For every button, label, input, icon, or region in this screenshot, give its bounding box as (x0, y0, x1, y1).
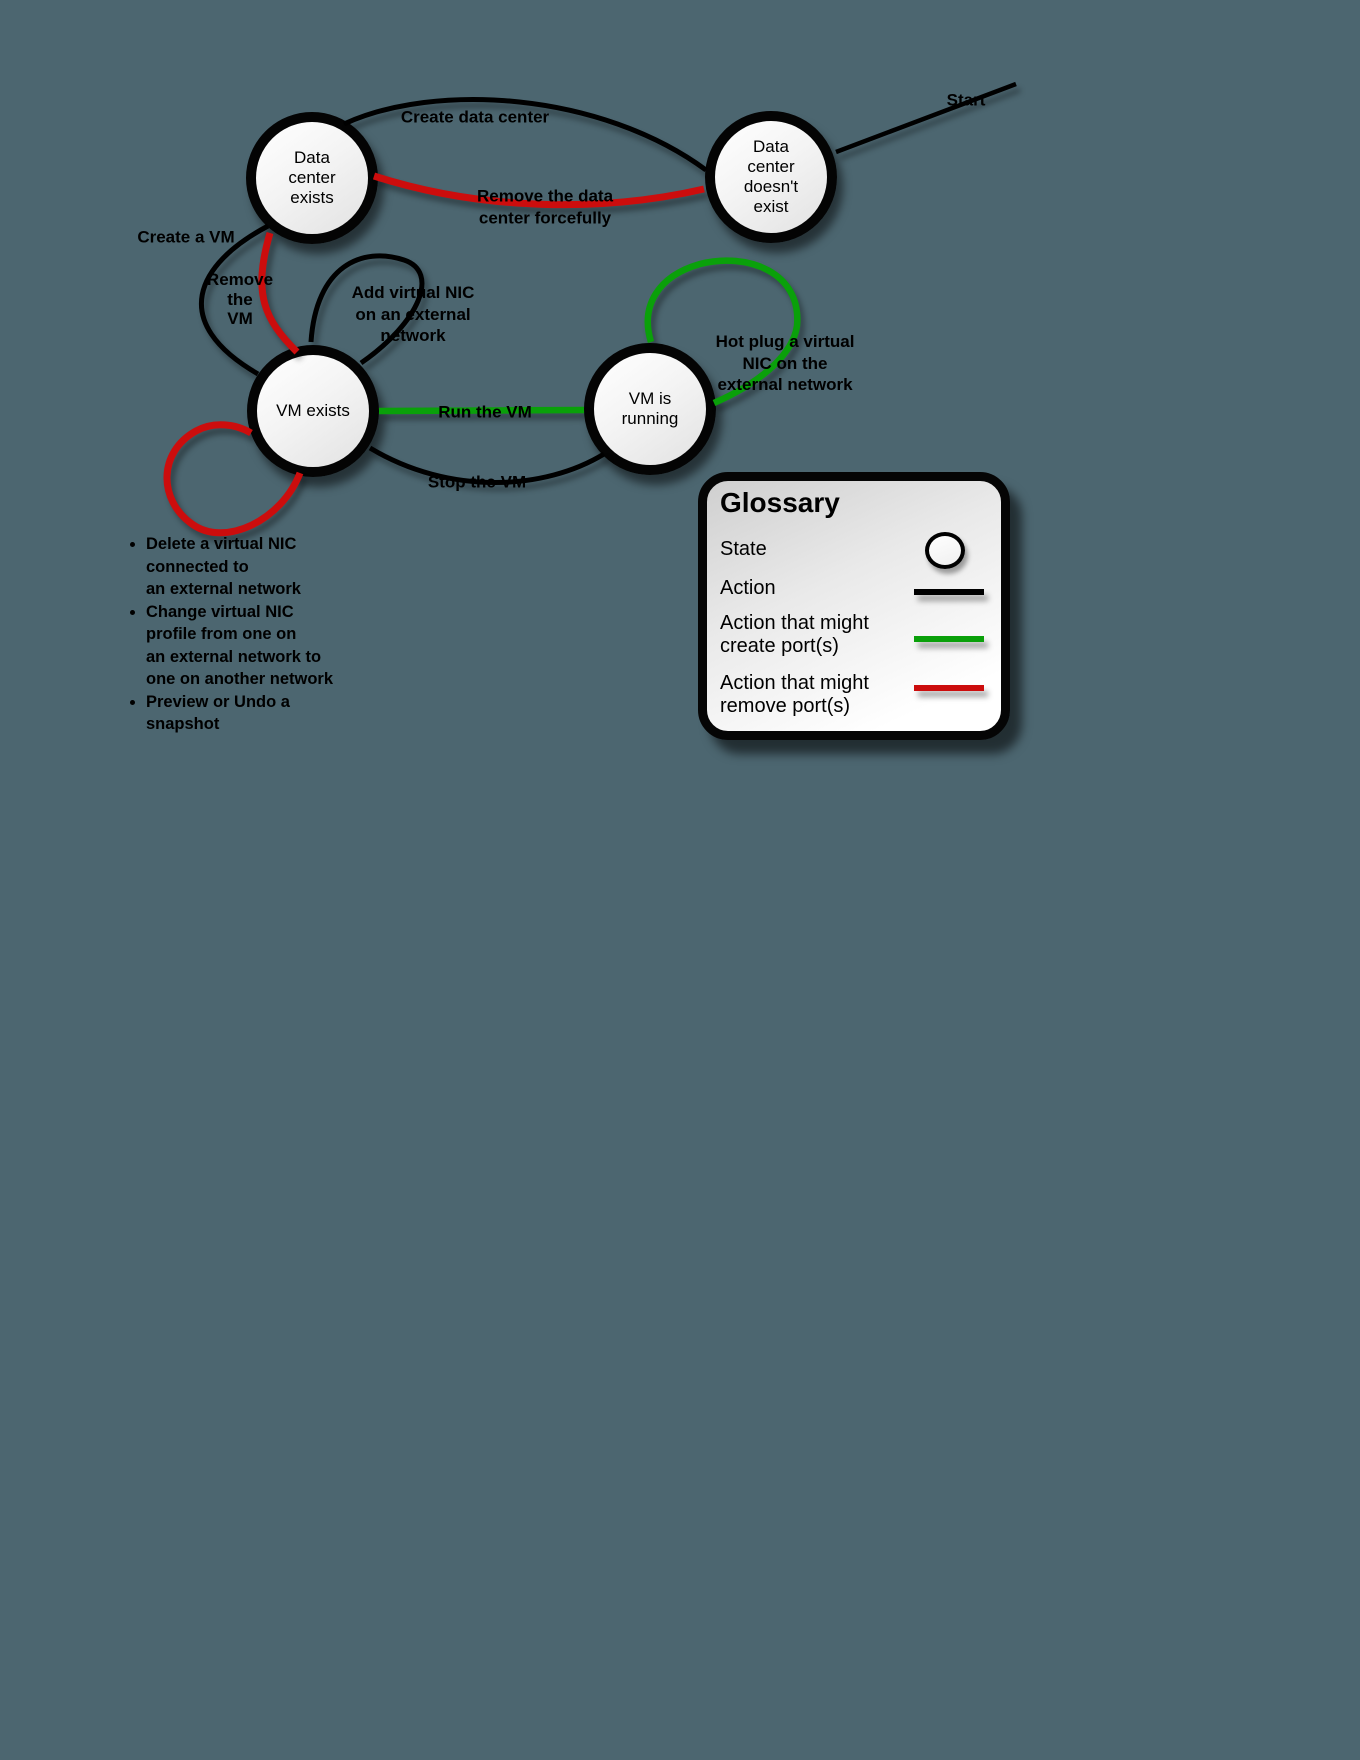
glossary-panel: Glossary State Action Action that might … (698, 472, 1010, 740)
start-arrow (835, 81, 1017, 155)
state-label: VM exists (276, 401, 350, 420)
start-label: Start (946, 90, 986, 110)
glossary-row-state: State (720, 538, 767, 560)
note-item: Preview or Undo a snapshot (146, 691, 396, 736)
remove-data-center-label: Remove the data center forcefully (476, 186, 614, 228)
vm-remove-actions-note-list: Delete a virtual NIC connected to an ext… (118, 533, 396, 736)
glossary-title: Glossary (720, 487, 840, 518)
note-item: Delete a virtual NIC connected to an ext… (146, 533, 396, 601)
create-a-vm-label: Create a VM (137, 227, 235, 247)
glossary-row-action: Action (720, 577, 776, 599)
state-vm-is-running: VM is running (584, 343, 716, 475)
state-label: Data center exists (288, 148, 336, 207)
hot-plug-nic-label: Hot plug a virtual NIC on the external n… (715, 331, 855, 394)
state-label: VM is running (621, 389, 679, 428)
state-data-center-doesnt-exist: Data center doesn't exist (705, 111, 837, 243)
state-circle-icon (925, 532, 965, 569)
note-item: Change virtual NIC profile from one on a… (146, 601, 396, 691)
glossary-row-create: Action that might create port(s) (720, 612, 869, 657)
stop-the-vm-label: Stop the VM (427, 472, 527, 492)
create-data-center-label: Create data center (400, 107, 550, 127)
state-vm-exists: VM exists (247, 345, 379, 477)
add-virtual-nic-label: Add virtual NIC on an external network (351, 282, 475, 345)
run-the-vm-label: Run the VM (438, 402, 532, 422)
state-label: Data center doesn't exist (743, 137, 799, 216)
state-data-center-exists: Data center exists (246, 112, 378, 244)
remove-the-vm-label: Remove the VM (206, 269, 274, 328)
glossary-row-remove: Action that might remove port(s) (720, 672, 869, 717)
